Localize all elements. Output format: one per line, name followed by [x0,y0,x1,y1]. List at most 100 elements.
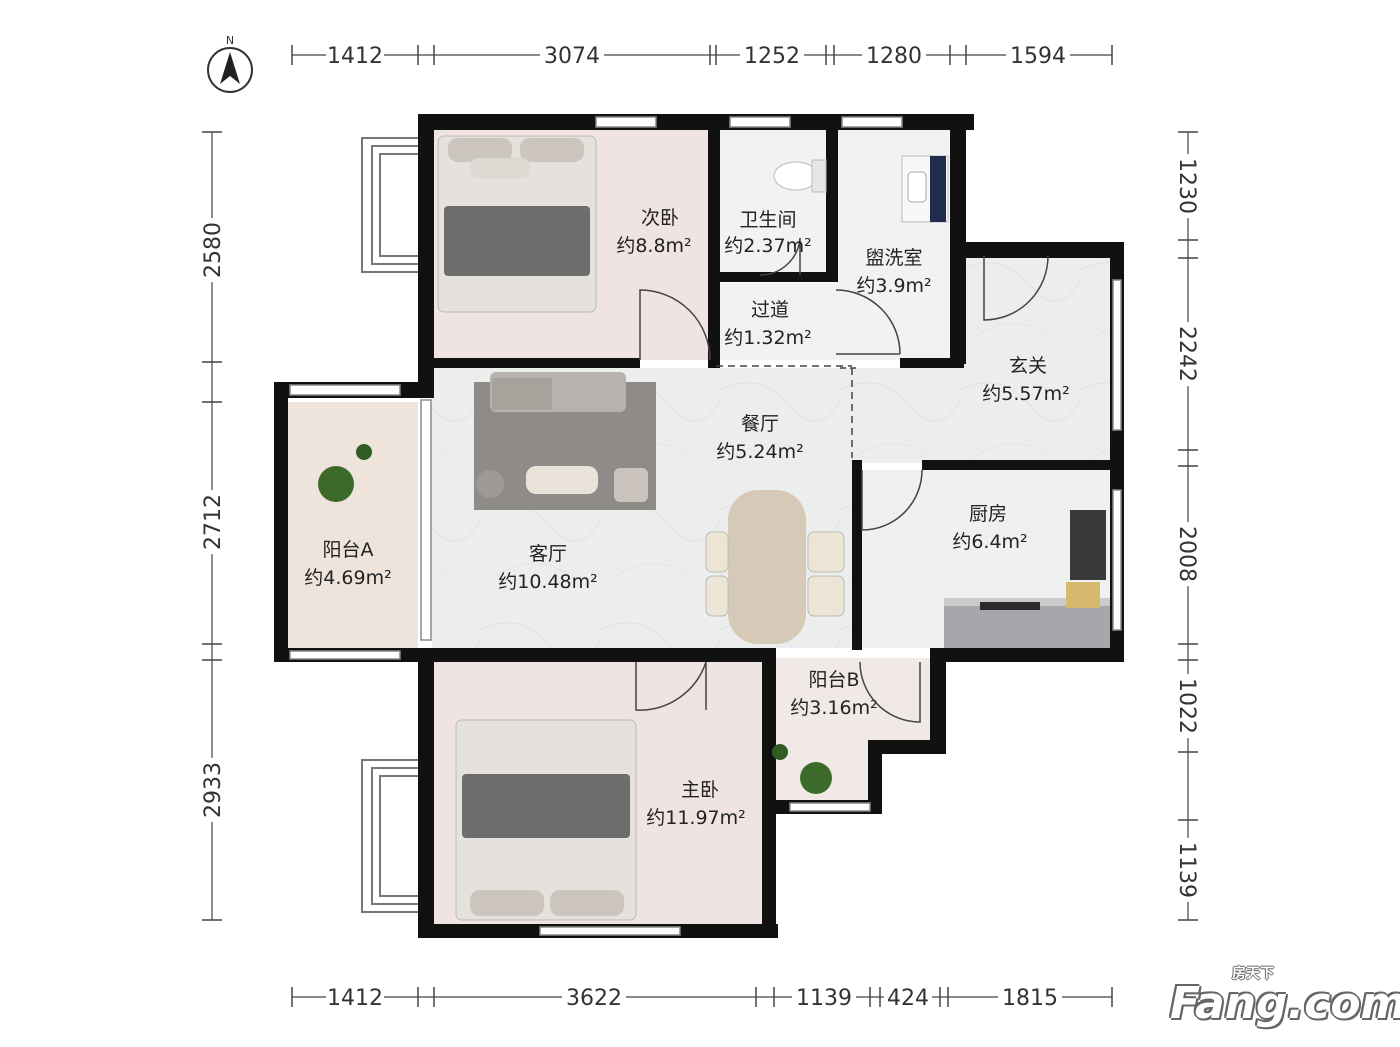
bed-second-bedroom [437,135,597,313]
label-bathroom-name: 卫生间 [739,209,796,231]
label-bathroom-area: 约2.37m² [724,235,811,257]
compass-circle [207,47,253,93]
wall-bedroom-bottom [434,358,640,368]
door-bathroom [759,237,801,276]
wall-kitchen-top [922,460,1124,470]
wall-entrance-top [950,242,1124,258]
dim-bottom-5: 1815 [1002,986,1058,1011]
dim-top-3: 1252 [744,44,800,69]
doors [635,237,1049,723]
label-second-bedroom-name: 次卧 [641,207,679,229]
wall-master-left [418,648,434,938]
dim-right-2: 2242 [1174,326,1199,382]
bed-master-bedroom [455,719,637,921]
label-corridor-area: 约1.32m² [724,327,811,349]
label-living-area: 约10.48m² [498,571,598,593]
label-balcony-b-name: 阳台B [808,669,859,691]
kitchen-counter [944,510,1110,648]
dim-top-2: 3074 [544,44,600,69]
label-washroom-area: 约3.9m² [856,275,931,297]
label-entrance-name: 玄关 [1009,355,1047,377]
washbasin [901,155,949,223]
dimension-labels: 1412 3074 1252 1280 1594 1412 3622 1139 … [199,42,1201,1011]
room-labels: 次卧 约8.8m² 卫生间 约2.37m² 盥洗室 约3.9m² 过道 约1.3… [304,207,1069,829]
dining-table [705,490,845,644]
wall-balcony-b-step [868,740,882,814]
door-entrance [983,255,1049,321]
plants [318,444,832,794]
dim-bottom-1: 1412 [327,986,383,1011]
dim-top-4: 1280 [866,44,922,69]
dim-top-5: 1594 [1010,44,1066,69]
north-arrow-icon [220,52,240,84]
label-dining-area: 约5.24m² [716,441,803,463]
label-washroom-name: 盥洗室 [865,247,922,269]
label-second-bedroom-area: 约8.8m² [616,235,691,257]
compass: N [207,34,253,93]
wall-washroom-right [950,114,966,364]
compass-label: N [226,34,234,47]
bay-window-top [361,137,418,273]
dimension-ticks [202,45,1198,1007]
wall-left-upper [418,114,434,396]
dim-right-1: 1230 [1174,158,1199,214]
label-corridor-name: 过道 [751,299,789,321]
door-master [635,661,707,711]
dim-top-1: 1412 [327,44,383,69]
door-washroom [835,289,901,355]
window-washroom [841,116,903,128]
bay-windows [361,137,418,913]
window-kitchen [1112,489,1122,631]
bay-window-bottom [361,759,418,913]
dim-right-5: 1139 [1174,842,1199,898]
door-balcony-b [859,661,921,723]
wall-kitchen-bottom [930,648,1124,662]
window-entrance [1112,279,1122,431]
label-master-bedroom-name: 主卧 [681,779,719,801]
wall-washroom-bottom [900,358,964,368]
toilet [773,159,827,193]
wall-bathroom-left [708,114,720,368]
wall-kitchen-left [852,460,862,650]
bathroom-floor [720,130,826,275]
dim-right-3: 2008 [1174,526,1199,582]
balcony-a-floor [288,402,418,650]
watermark-logo: 房天下 Fang.com [1170,966,1400,1029]
label-kitchen-name: 厨房 [969,503,1007,525]
dim-left-3: 2933 [201,762,226,818]
label-balcony-b-area: 约3.16m² [790,697,877,719]
watermark-main: Fang.com [1170,978,1400,1029]
dim-right-4: 1022 [1174,678,1199,734]
wall-bathroom-right [826,114,838,282]
watermark-sub: 房天下 [1232,966,1274,982]
label-balcony-a-area: 约4.69m² [304,567,391,589]
wall-master-right [762,648,776,938]
dim-bottom-2: 3622 [566,986,622,1011]
window-bathroom [729,116,791,128]
wall-balcony-b-right [930,648,946,754]
window-master [539,926,681,936]
window-balcony-a-top [289,384,401,396]
door-kitchen [861,469,923,531]
furniture [318,135,1110,921]
window-bedroom [595,116,657,128]
label-kitchen-area: 约6.4m² [952,531,1027,553]
dim-left-2: 2712 [201,494,226,550]
entrance-lower-floor [852,368,1110,463]
label-entrance-area: 约5.57m² [982,383,1069,405]
dim-bottom-3: 1139 [796,986,852,1011]
window-balcony-a-door [420,399,432,641]
wall-balcony-b-step-top [868,740,946,754]
dim-bottom-4: 424 [887,986,929,1011]
dim-left-1: 2580 [201,222,226,278]
label-living-name: 客厅 [529,543,567,565]
windows [289,116,1122,936]
door-second-bedroom [639,289,711,361]
label-dining-name: 餐厅 [741,413,779,435]
label-master-bedroom-area: 约11.97m² [646,807,746,829]
wall-balcony-a-left [274,382,288,662]
window-balcony-b [789,802,871,812]
label-balcony-a-name: 阳台A [323,539,374,561]
window-balcony-a-bottom [289,650,401,660]
